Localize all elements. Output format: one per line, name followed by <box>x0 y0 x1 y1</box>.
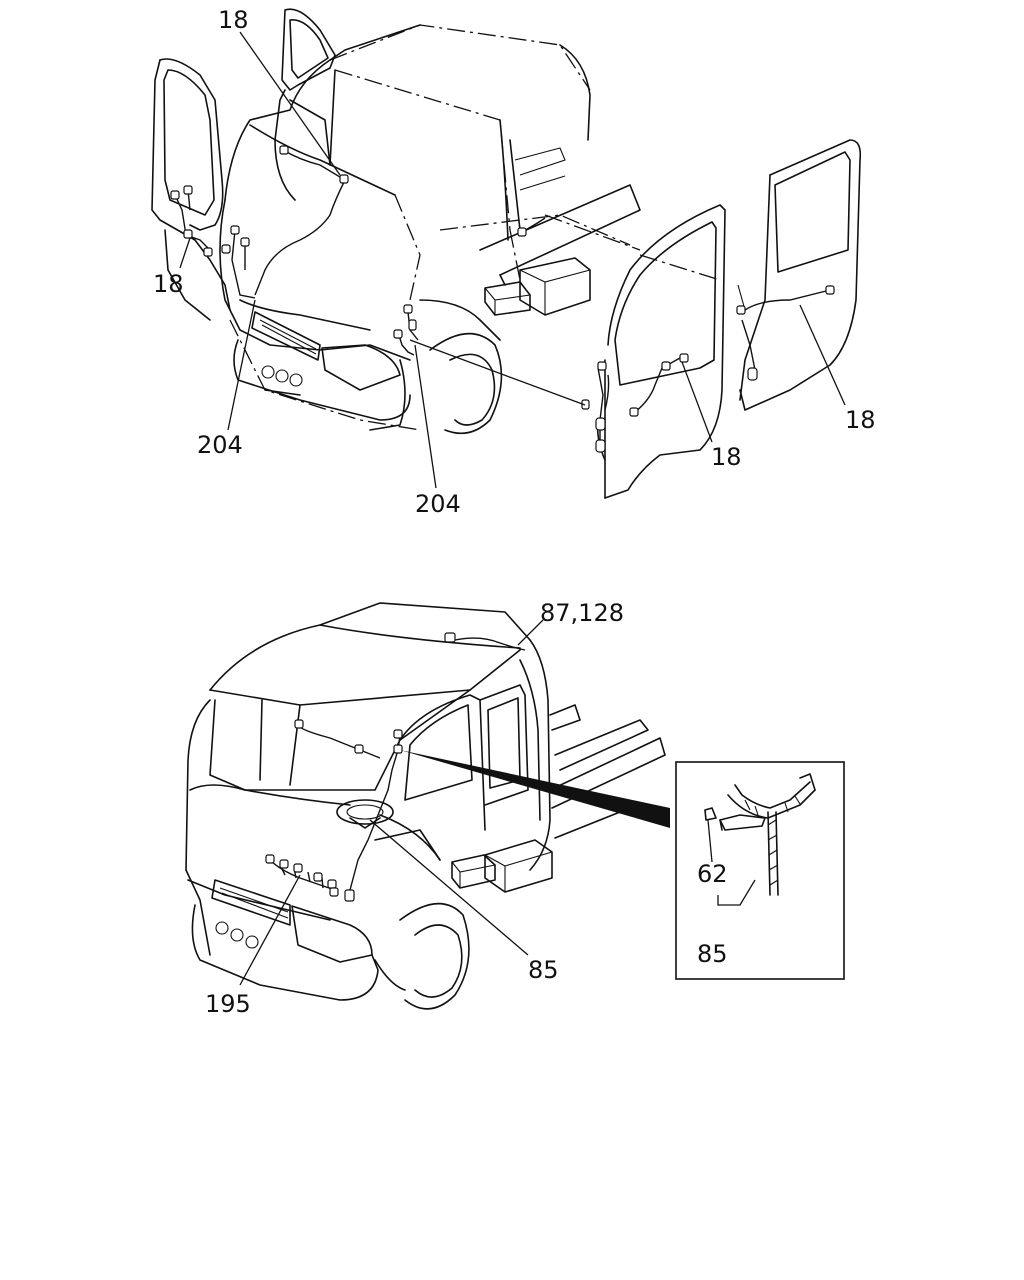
lower-cab-body <box>185 602 666 1010</box>
upper-left-door <box>151 58 231 321</box>
connector-icon <box>183 185 193 195</box>
connector-icon <box>293 863 303 873</box>
connector-icon <box>595 417 606 431</box>
callout-204-center: 204 <box>415 490 461 518</box>
connector-icon <box>221 244 231 254</box>
connector-icon <box>393 329 403 339</box>
connector-icon <box>661 361 671 371</box>
upper-view: 18 18 204 204 18 18 <box>151 6 876 518</box>
connector-icon <box>329 887 339 897</box>
connector-icon <box>183 229 193 239</box>
connector-icon <box>736 305 746 315</box>
callout-87-128: 87,128 <box>540 599 624 627</box>
connector-icon <box>403 304 413 314</box>
upper-leader-lines <box>179 31 846 489</box>
connector-icon <box>444 632 456 643</box>
connector-icon <box>279 859 289 869</box>
connector-icon <box>279 145 289 155</box>
callout-195: 195 <box>205 990 251 1018</box>
callout-18-top: 18 <box>218 6 249 34</box>
callout-18-rear-right: 18 <box>845 406 876 434</box>
inset-callout-85: 85 <box>697 940 728 968</box>
callout-85: 85 <box>528 956 559 984</box>
connector-icon <box>313 872 323 882</box>
connector-icon <box>230 225 240 235</box>
lower-view: 87,128 195 85 62 85 <box>185 599 845 1018</box>
connector-icon <box>294 719 304 729</box>
detail-pointer <box>400 750 670 828</box>
callout-18-left: 18 <box>153 270 184 298</box>
upper-front-right-door <box>596 204 726 499</box>
callout-18-front-right: 18 <box>711 443 742 471</box>
connector-icon <box>825 285 835 295</box>
connector-icon <box>597 361 607 371</box>
connector-icon <box>408 319 417 331</box>
connector-icon <box>265 854 275 864</box>
connector-icon <box>595 439 606 453</box>
connector-icon <box>679 353 689 363</box>
upper-wiring <box>170 145 835 453</box>
connector-icon <box>747 367 758 381</box>
connector-icon <box>393 729 403 739</box>
lower-wiring <box>265 632 526 902</box>
connector-icon <box>517 227 527 237</box>
connector-icon <box>339 174 349 184</box>
connector-icon <box>629 407 639 417</box>
callout-204-left: 204 <box>197 431 243 459</box>
upper-top-door <box>274 8 336 201</box>
connector-icon <box>393 744 403 754</box>
connector-icon <box>170 190 180 200</box>
connector-icon <box>344 889 355 902</box>
connector-icon <box>354 744 364 754</box>
connector-icon <box>203 247 213 257</box>
inset-callout-62: 62 <box>697 860 728 888</box>
upper-cab-body <box>219 24 721 435</box>
upper-rear-right-door <box>737 139 862 411</box>
connector-icon <box>327 879 337 889</box>
detail-inset: 62 85 <box>675 761 845 980</box>
lower-leader-lines <box>239 619 544 986</box>
connector-icon <box>240 237 250 247</box>
